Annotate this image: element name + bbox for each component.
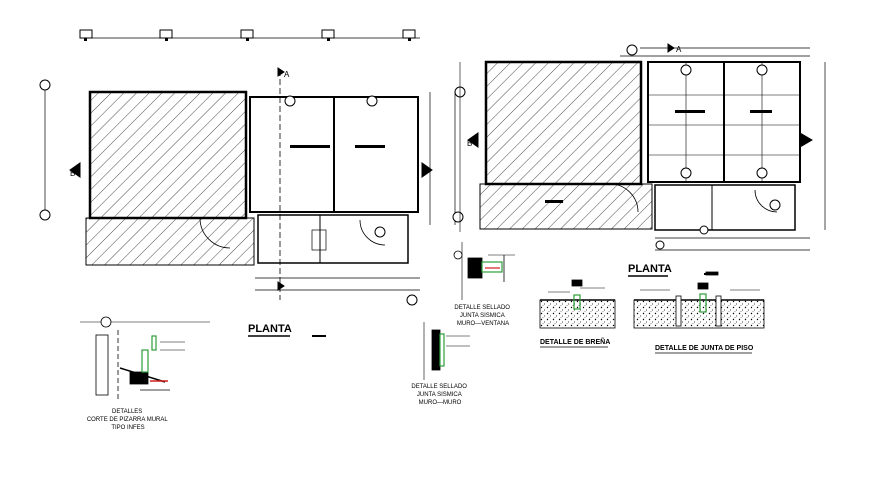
caption-line: DETALLE SELLADO — [454, 305, 510, 311]
section-b-label-right: B — [467, 139, 472, 148]
detail-junta-piso-caption: DETALLE DE JUNTA DE PISO — [655, 345, 754, 352]
section-a-label-right: A — [676, 45, 682, 54]
left-plan-title: PLANTA — [248, 323, 292, 335]
section-b-marker-left — [69, 162, 81, 178]
detail-corte-mural-caption: DETALLES CORTE DE PIZARRA MURAL TIPO INF… — [87, 409, 169, 431]
detail-corte-mural — [80, 316, 210, 400]
left-top-dimension — [79, 29, 420, 41]
detail-junta-piso — [633, 271, 765, 329]
right-plan-title: PLANTA — [628, 263, 672, 275]
right-hatched-room — [484, 60, 643, 186]
caption-line: JUNTA SISMICA — [460, 313, 505, 319]
caption-line: DETALLES — [112, 409, 142, 415]
section-a-marker-right — [667, 43, 675, 53]
left-hatched-strip — [85, 217, 255, 266]
caption-line: MURO—VENTANA — [457, 321, 509, 327]
detail-brena-caption: DETALLE DE BREÑA — [540, 337, 610, 346]
right-hatched-strip — [479, 183, 653, 230]
left-lower-rooms — [257, 214, 409, 264]
detail-sellado-muro-caption: DETALLE SELLADO JUNTA SISMICA MURO—MURO — [411, 384, 468, 406]
section-b-marker-right — [467, 132, 479, 148]
right-floor-plan: A B — [459, 43, 826, 251]
section-a-label-left: A — [284, 70, 290, 79]
left-hatched-room — [88, 90, 248, 220]
detail-brena — [539, 279, 616, 329]
left-floor-plan: B A — [39, 29, 466, 306]
caption-line: MURO—MURO — [419, 400, 462, 406]
caption-line: JUNTA SISMICA — [417, 392, 462, 398]
caption-line: CORTE DE PIZARRA MURAL — [87, 417, 169, 423]
detail-sellado-ventana-caption: DETALLE SELLADO JUNTA SISMICA MURO—VENTA… — [454, 305, 511, 327]
caption-line: DETALLE SELLADO — [411, 384, 467, 390]
left-side-dimension — [39, 79, 51, 221]
detail-sellado-ventana — [453, 242, 515, 300]
section-b-label-left: B — [70, 169, 75, 178]
caption-line: TIPO INFES — [111, 425, 144, 431]
detail-sellado-muro — [423, 322, 470, 380]
section-a-marker-left — [277, 67, 285, 77]
